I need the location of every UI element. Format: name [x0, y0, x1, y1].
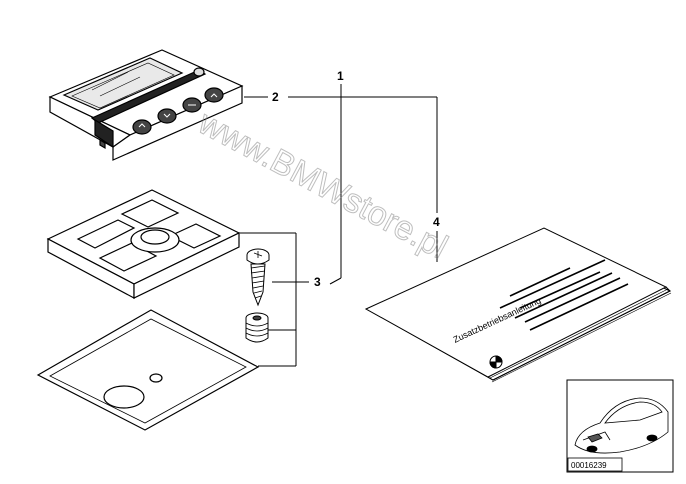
leader-lines	[240, 84, 438, 367]
spacer-sleeve[interactable]	[245, 312, 269, 343]
display-window	[62, 57, 184, 111]
remote-buttons[interactable]	[132, 87, 224, 135]
operating-instructions-booklet[interactable]	[364, 227, 672, 383]
car-outline-icon	[574, 397, 669, 454]
holder-frame[interactable]	[46, 189, 241, 300]
pad-hole-large	[103, 385, 145, 409]
screw[interactable]	[246, 248, 270, 307]
callout-1: 1	[337, 69, 344, 83]
adhesive-pad[interactable]	[36, 309, 260, 431]
callout-2: 2	[272, 90, 279, 104]
callout-3: 3	[314, 275, 321, 289]
callout-4: 4	[433, 215, 440, 229]
reference-thumbnail: 00016239	[566, 379, 674, 473]
indicator-led	[193, 67, 205, 77]
reference-image-number: 00016239	[571, 461, 607, 470]
pad-hole-small	[149, 373, 163, 383]
remote-control-unit[interactable]	[48, 49, 244, 161]
